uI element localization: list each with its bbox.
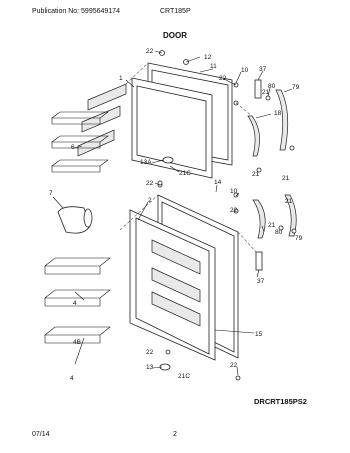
lower-handle	[252, 194, 297, 271]
callout: 80	[268, 83, 276, 90]
callout: 79	[295, 235, 303, 242]
callout: 11	[210, 63, 217, 70]
callout: 10	[241, 67, 249, 74]
callout: 4B	[73, 339, 81, 346]
callout: 12	[204, 54, 212, 61]
callout: 4	[70, 375, 74, 382]
callout: 14	[214, 179, 222, 186]
door-shelf-bins-upper	[77, 83, 127, 157]
callout: 37	[259, 66, 267, 73]
callout: 22	[146, 349, 154, 356]
callout: 21C	[178, 373, 190, 380]
callout: 4	[73, 300, 77, 307]
callout: 21	[268, 222, 276, 229]
callout: 22	[146, 180, 154, 187]
callout: 15	[255, 331, 263, 338]
callout: 22	[230, 362, 238, 369]
callout: 18	[274, 110, 282, 117]
fresh-food-door	[129, 194, 239, 361]
freezer-door-racks	[51, 111, 109, 173]
callout: 21	[282, 175, 290, 182]
callout: 21C	[179, 170, 191, 177]
callout: 79	[292, 84, 300, 91]
callout: 7	[49, 190, 53, 197]
fresh-food-door-racks	[44, 257, 111, 344]
callout: 10	[230, 188, 238, 195]
publication-number: Publication No: 5995649174	[32, 8, 120, 15]
footer-date: 07/14	[32, 431, 50, 438]
callout: 21	[252, 171, 260, 178]
callout: 21	[262, 89, 270, 96]
callout: 1	[119, 75, 123, 82]
model-number: CRT185P	[160, 8, 191, 15]
egg-tray	[57, 206, 93, 234]
callout: 21	[285, 198, 293, 205]
callout: 6	[71, 144, 75, 151]
page-number: 2	[173, 431, 177, 438]
lower-hinge-hardware	[157, 180, 297, 381]
section-title: DOOR	[163, 31, 187, 40]
freezer-door	[131, 62, 233, 179]
callout: 37	[257, 278, 265, 285]
callout: 13A	[140, 159, 152, 166]
drawing-code: DRCRT185PS2	[254, 397, 307, 406]
callout: 22	[219, 75, 227, 82]
callout: 2	[148, 197, 152, 204]
callout: 13	[146, 364, 154, 371]
callout: 80	[275, 229, 283, 236]
callout: 22	[230, 207, 238, 214]
callout-labels: 22 12 11 1 22 10 37 80 21 79 6 18 21 13A…	[49, 48, 303, 382]
callout: 22	[146, 48, 154, 55]
